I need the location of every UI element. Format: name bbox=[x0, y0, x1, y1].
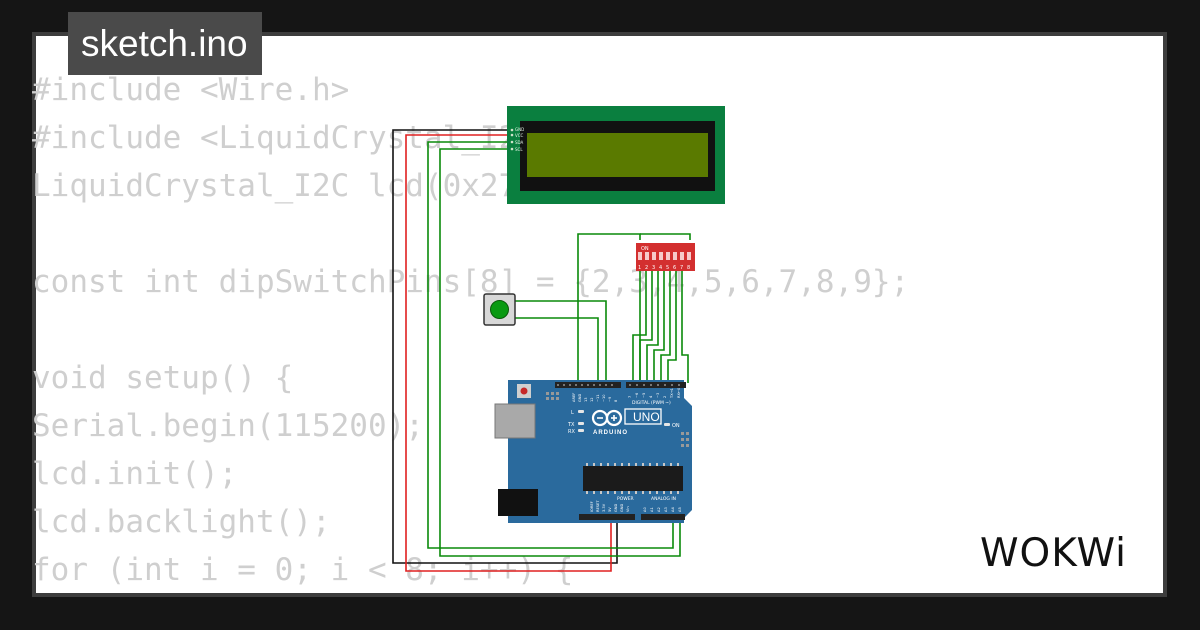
code-line: lcd.init(); bbox=[32, 456, 238, 492]
lcd-screen bbox=[527, 133, 708, 177]
wire-dip-3 bbox=[639, 270, 653, 383]
lcd-pin-label: GND bbox=[515, 127, 524, 132]
push-button[interactable] bbox=[483, 293, 516, 326]
wire-dip-common bbox=[577, 233, 641, 383]
power-jack bbox=[498, 489, 538, 516]
wokwi-logo: WOKWi bbox=[980, 531, 1127, 574]
pin-label: GND bbox=[614, 504, 618, 512]
dip-on-label: ON bbox=[641, 246, 649, 252]
pin-label: 7 bbox=[628, 396, 632, 398]
lcd-pin-label: SCL bbox=[515, 147, 523, 152]
button-cap[interactable] bbox=[490, 300, 509, 319]
pin-label: ~3 bbox=[656, 393, 660, 398]
arduino-model: UNO bbox=[633, 410, 660, 424]
pin-label: RX←0 bbox=[677, 387, 681, 398]
pin-label: 5V bbox=[608, 507, 612, 512]
microcontroller-chip bbox=[583, 466, 683, 491]
arduino-logo-icon bbox=[591, 409, 623, 427]
pin-label: TX→1 bbox=[670, 388, 674, 399]
lcd-pin-label: SDA bbox=[515, 140, 524, 145]
pin-label: 8 bbox=[614, 399, 618, 402]
code-line: #include <Wire.h> bbox=[32, 72, 350, 108]
power-label: POWER bbox=[617, 496, 634, 502]
wire-dip-7 bbox=[667, 270, 677, 383]
dip-number: 4 bbox=[659, 265, 662, 271]
code-line: void setup() { bbox=[32, 360, 294, 396]
code-line: lcd.backlight(); bbox=[32, 504, 331, 540]
wokwi-logo-text: WOKWi bbox=[980, 531, 1127, 574]
pin-label: Vin bbox=[626, 506, 630, 512]
pin-label: ~10 bbox=[602, 394, 606, 402]
pin-label: AREF bbox=[572, 393, 576, 402]
dip-number: 2 bbox=[645, 265, 648, 271]
dip-number: 8 bbox=[687, 265, 690, 271]
pin-label: A2 bbox=[657, 507, 661, 512]
analog-label: ANALOG IN bbox=[651, 496, 676, 502]
digital-label: DIGITAL (PWM ~) bbox=[632, 400, 671, 406]
header-power bbox=[579, 514, 635, 520]
wire-button-b bbox=[514, 317, 599, 383]
pin-label: A4 bbox=[671, 507, 675, 512]
file-tab[interactable]: sketch.ino bbox=[68, 12, 262, 75]
pin-label: ~6 bbox=[635, 392, 639, 398]
pin-label: A3 bbox=[664, 507, 668, 512]
lcd-pin-label: VCC bbox=[515, 133, 524, 138]
pin-label: A0 bbox=[643, 507, 647, 512]
led-label: RX bbox=[568, 429, 575, 435]
pin-label: A5 bbox=[678, 507, 682, 512]
wire-sda bbox=[427, 141, 674, 549]
pin-label: IOREF bbox=[590, 501, 594, 512]
pin-label: 2 bbox=[663, 396, 667, 398]
header-analog bbox=[641, 514, 685, 520]
wire-dip-8 bbox=[681, 270, 689, 383]
usb-port bbox=[494, 403, 536, 439]
dip-number: 1 bbox=[638, 265, 641, 271]
code-line: const int dipSwitchPins[8] = {2,3,4,5,6,… bbox=[32, 264, 910, 300]
pin-label: RESET bbox=[596, 500, 600, 512]
dip-number: 5 bbox=[666, 265, 669, 271]
pin-label: 3.3V bbox=[602, 503, 606, 512]
wire-vcc bbox=[405, 134, 612, 572]
pin-label: 4 bbox=[649, 395, 653, 398]
pin-label: 12 bbox=[590, 397, 594, 402]
led-label: ON bbox=[672, 423, 680, 429]
wires bbox=[392, 129, 691, 572]
pin-label: ~5 bbox=[642, 393, 646, 398]
pin-label: GND bbox=[578, 394, 582, 402]
header-top-right bbox=[626, 382, 686, 388]
dip-switch[interactable]: ON 1 2 3 4 5 6 7 8 bbox=[636, 243, 695, 271]
dip-number: 3 bbox=[652, 265, 655, 271]
code-line: for (int i = 0; i < 8; i++) { bbox=[32, 552, 574, 588]
wire-dip-2 bbox=[632, 270, 647, 383]
pin-label: GND bbox=[620, 504, 624, 512]
pin-label: ~11 bbox=[596, 394, 600, 402]
wire-dip-4 bbox=[646, 270, 659, 383]
code-line: Serial.begin(115200); bbox=[32, 408, 424, 444]
pin-label: A1 bbox=[650, 507, 654, 512]
wire-dip-5 bbox=[653, 270, 665, 383]
wire-scl bbox=[439, 148, 681, 557]
led-label: TX bbox=[567, 422, 575, 428]
dip-number: 6 bbox=[673, 265, 676, 271]
dip-number: 7 bbox=[680, 265, 683, 271]
led-label: L bbox=[571, 410, 574, 416]
lcd-display[interactable]: GND VCC SDA SCL bbox=[507, 106, 725, 204]
wire-button-a bbox=[514, 300, 607, 383]
arduino-brand: ARDUINO bbox=[593, 430, 628, 436]
pin-label: 13 bbox=[584, 397, 588, 402]
pin-label: ~9 bbox=[608, 396, 612, 402]
arduino-uno[interactable]: L TX RX ON UNO ARDUINO DIGITAL (PWM ~) A… bbox=[494, 380, 692, 523]
wire-dip-6 bbox=[660, 270, 671, 383]
